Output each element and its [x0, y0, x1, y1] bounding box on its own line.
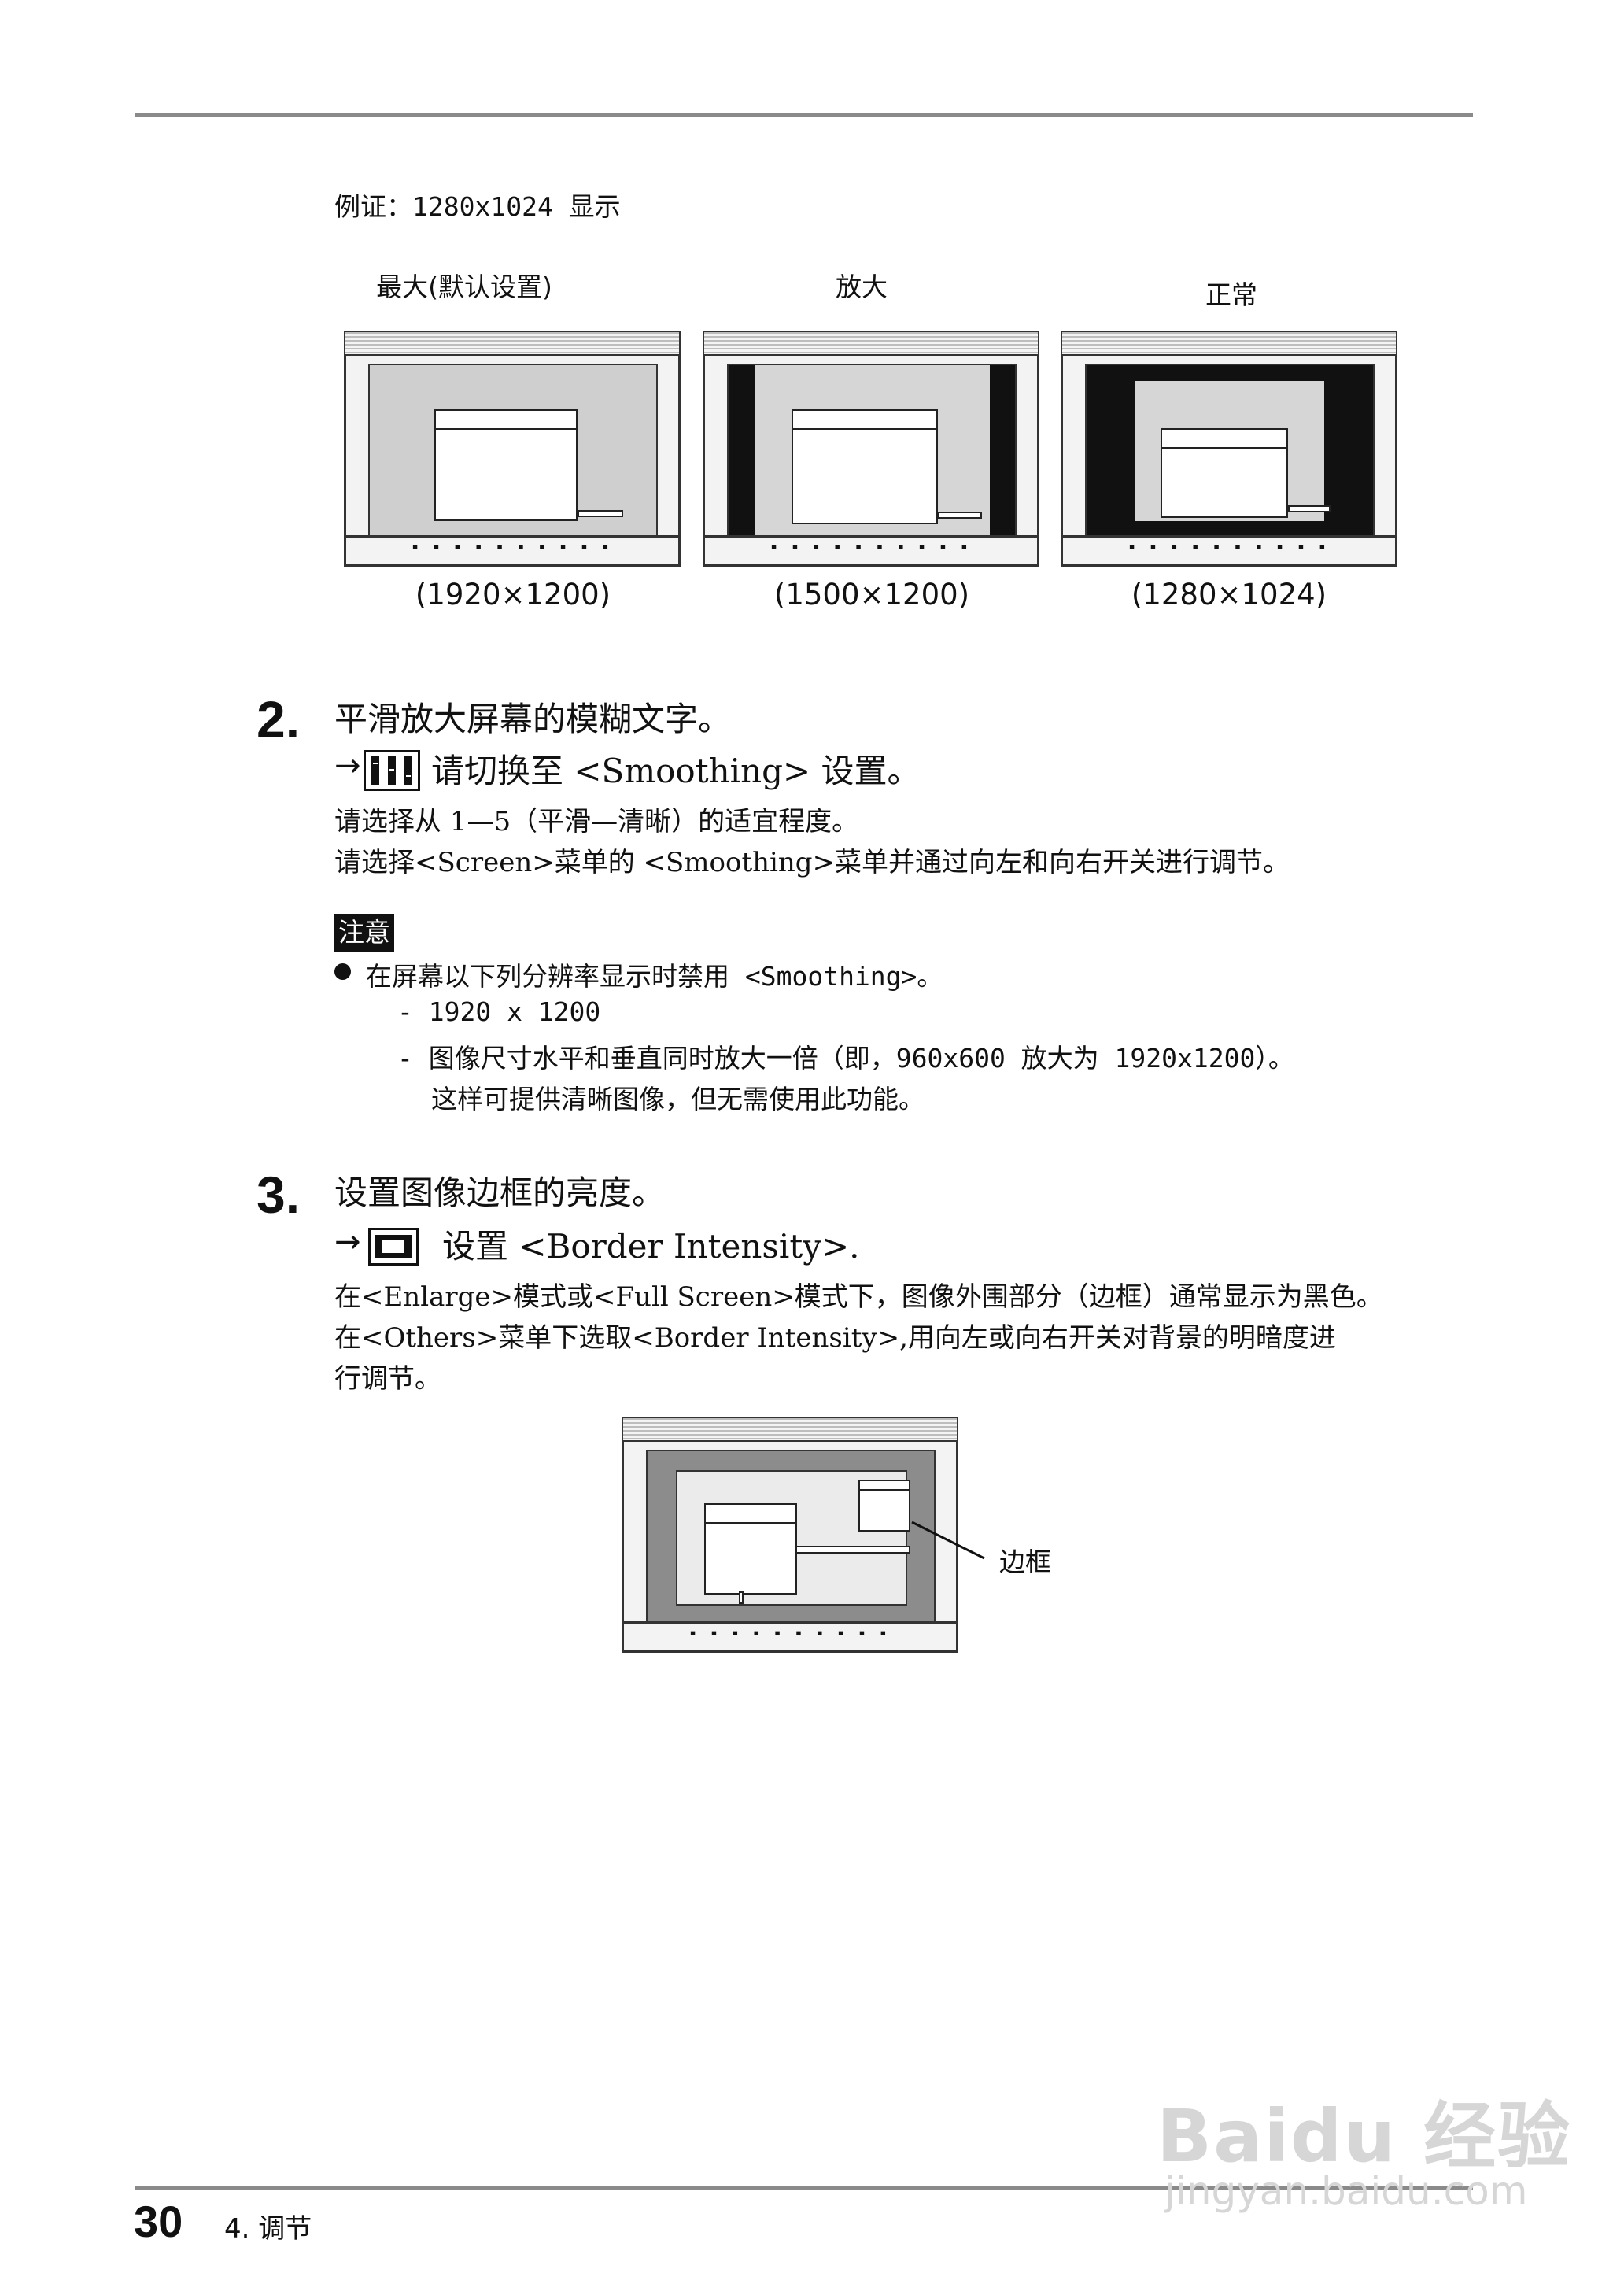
- window-icon: [792, 409, 938, 524]
- page-number: 30: [134, 2197, 183, 2246]
- monitor-screen: [727, 364, 1017, 537]
- monitor-full-screen: ▪ ▪ ▪ ▪ ▪ ▪ ▪ ▪ ▪ ▪: [344, 331, 681, 567]
- step-2-number: 2.: [257, 690, 301, 748]
- monitor-enlarge: ▪ ▪ ▪ ▪ ▪ ▪ ▪ ▪ ▪ ▪: [703, 331, 1039, 567]
- note-item: - 1920 x 1200: [397, 996, 601, 1027]
- taskbar-line: [1288, 505, 1331, 512]
- step-2-instruction: 请切换至 <Smoothing> 设置。: [431, 752, 921, 790]
- step-2-line-1: 请选择从 1—5（平滑—清晰）的适宜程度。: [334, 806, 859, 837]
- note-label: 注意: [334, 914, 394, 952]
- monitor-bezel: ▪ ▪ ▪ ▪ ▪ ▪ ▪ ▪ ▪ ▪: [705, 535, 1037, 564]
- watermark-url: jingyan.baidu.com: [1164, 2168, 1528, 2214]
- monitor-screen-border-area: [646, 1450, 936, 1623]
- monitor-top-vent: [1061, 331, 1397, 356]
- step-2-title: 平滑放大屏幕的模糊文字。: [334, 700, 732, 738]
- window-icon: [704, 1503, 797, 1595]
- monitor-normal: ▪ ▪ ▪ ▪ ▪ ▪ ▪ ▪ ▪ ▪: [1061, 331, 1397, 567]
- caption-full-screen: 最大(默认设置): [376, 272, 552, 302]
- example-title: 例证：1280x1024 显示: [334, 191, 621, 222]
- caption-enlarge: 放大: [836, 272, 888, 302]
- monitor-border: ▪ ▪ ▪ ▪ ▪ ▪ ▪ ▪ ▪ ▪: [622, 1417, 958, 1653]
- monitor-top-vent: [344, 331, 681, 356]
- step-3-line-3: 行调节。: [334, 1363, 441, 1395]
- note-bullet-text: 在屏幕以下列分辨率显示时禁用 <Smoothing>。: [366, 961, 943, 992]
- resolution-normal: (1280×1024): [1131, 578, 1327, 612]
- note-continuation: 这样可提供清晰图像，但无需使用此功能。: [431, 1084, 925, 1114]
- window-icon: [1161, 428, 1288, 518]
- step-3-line-2: 在<Others>菜单下选取<Border Intensity>,用向左或向右开…: [334, 1322, 1336, 1354]
- monitor-bezel: ▪ ▪ ▪ ▪ ▪ ▪ ▪ ▪ ▪ ▪: [1063, 535, 1395, 564]
- window-icon: [858, 1480, 910, 1532]
- note-item: - 图像尺寸水平和垂直同时放大一倍（即，960x600 放大为 1920x120…: [397, 1043, 1294, 1074]
- step-3-number: 3.: [257, 1166, 301, 1224]
- window-icon: [434, 409, 578, 521]
- bullet-icon: [334, 963, 351, 980]
- border-callout-label: 边框: [999, 1547, 1051, 1577]
- top-rule: [135, 113, 1473, 117]
- border-intensity-icon: [368, 1228, 419, 1266]
- smoothing-icon: [364, 750, 420, 791]
- arrow-icon: →: [334, 1224, 361, 1260]
- chapter-title: 4. 调节: [224, 2213, 312, 2245]
- watermark-logo: Baidu 经验: [1157, 2094, 1572, 2179]
- step-3-instruction: 设置 <Border Intensity>.: [442, 1227, 860, 1266]
- caption-normal: 正常: [1205, 279, 1257, 310]
- monitor-bezel: ▪ ▪ ▪ ▪ ▪ ▪ ▪ ▪ ▪ ▪: [346, 535, 678, 564]
- image-area: [676, 1470, 910, 1606]
- monitor-screen: [368, 364, 658, 537]
- window-stand: [739, 1591, 744, 1604]
- monitor-screen: [1085, 364, 1375, 537]
- step-2-line-2: 请选择<Screen>菜单的 <Smoothing>菜单并通过向左和向右开关进行…: [334, 847, 1290, 878]
- taskbar-line: [578, 510, 623, 517]
- bottom-rule: [135, 2186, 1473, 2190]
- step-3-title: 设置图像边框的亮度。: [334, 1173, 666, 1212]
- callout-line: [911, 1521, 985, 1560]
- resolution-full-screen: (1920×1200): [415, 578, 611, 612]
- monitor-top-vent: [703, 331, 1039, 356]
- resolution-enlarge: (1500×1200): [773, 578, 970, 612]
- taskbar-line: [938, 512, 982, 519]
- monitor-bezel: ▪ ▪ ▪ ▪ ▪ ▪ ▪ ▪ ▪ ▪: [624, 1621, 956, 1650]
- monitor-top-vent: [622, 1417, 958, 1442]
- taskbar-line: [795, 1546, 910, 1554]
- step-3-line-1: 在<Enlarge>模式或<Full Screen>模式下，图像外围部分（边框）…: [334, 1281, 1383, 1313]
- arrow-icon: →: [334, 748, 361, 784]
